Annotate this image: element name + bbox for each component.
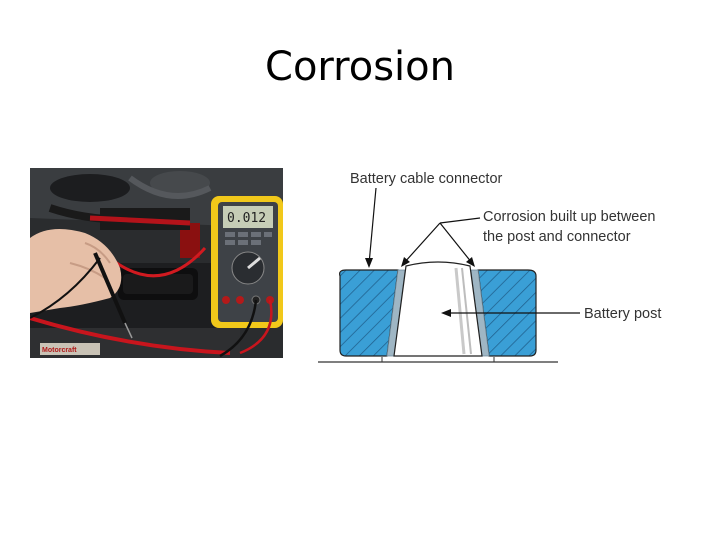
battery-brand: Motorcraft [42,347,77,354]
label-corrosion-line1: Corrosion built up between [483,209,656,225]
slide-title: Corrosion [0,44,720,90]
meter-reading: 0.012 [227,211,266,226]
label-cable-connector: Battery cable connector [350,171,503,187]
label-battery-post: Battery post [584,306,661,322]
corrosion-diagram: Battery cable connector Corrosion built … [300,160,700,375]
multimeter-battery-photo: Motorcraft 0.012 [30,168,283,358]
label-corrosion-line2: the post and connector [483,229,631,245]
